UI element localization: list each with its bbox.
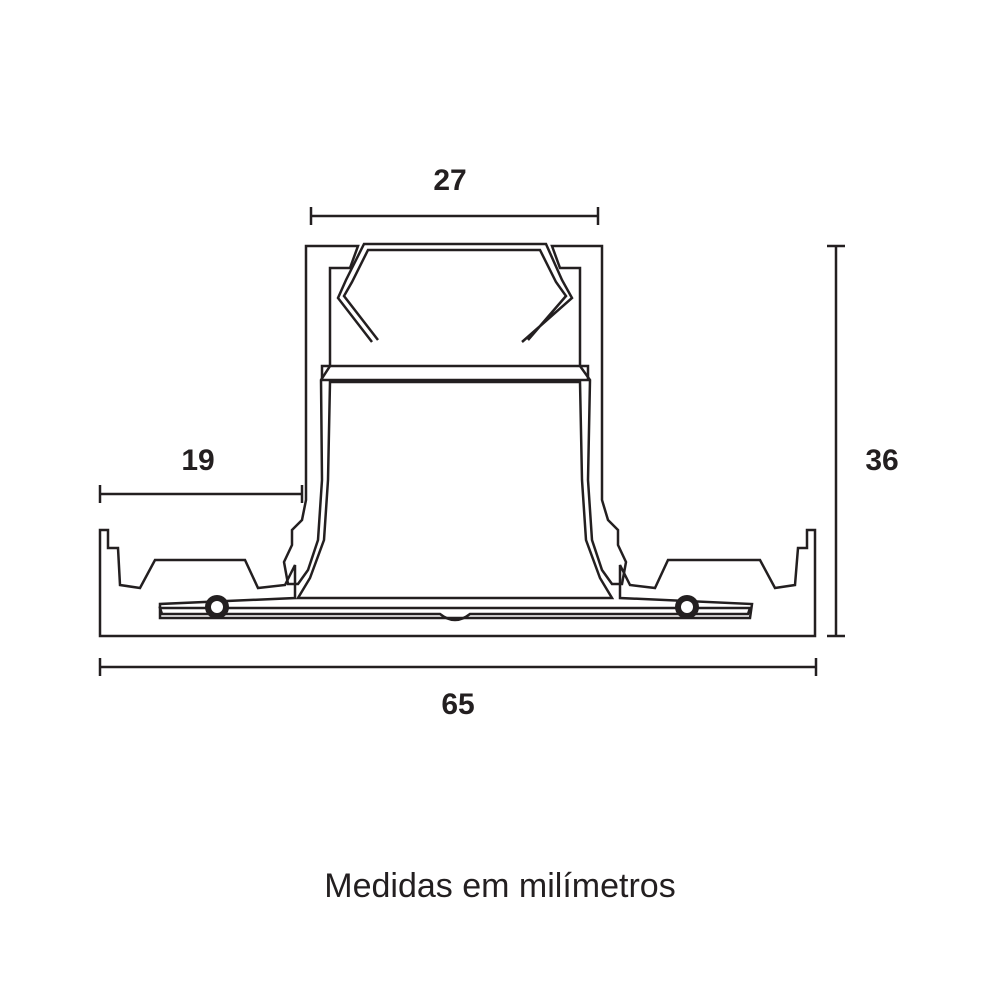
dimension-height-label: 36: [865, 444, 898, 477]
dimension-top-width: 27: [309, 164, 600, 225]
base-plate: [98, 528, 817, 638]
right-wall: [550, 244, 628, 586]
left-screw-icon: [205, 595, 229, 619]
left-wall: [282, 244, 360, 586]
dimension-total-width-label: 65: [441, 688, 474, 721]
dimension-side-width-label: 19: [181, 444, 214, 477]
right-screw-icon: [675, 595, 699, 619]
cross-beam: [320, 364, 590, 382]
dimension-top-width-label: 27: [433, 164, 466, 197]
top-clip: [336, 242, 574, 343]
profile-section: [98, 242, 817, 638]
dimension-side-width: 19: [98, 444, 304, 503]
inner-cavity: [295, 380, 615, 600]
dimension-total-width: 65: [98, 658, 818, 721]
base-channel: [158, 606, 752, 622]
dimension-height: 36: [827, 244, 899, 638]
caption: Medidas em milímetros: [324, 867, 675, 905]
